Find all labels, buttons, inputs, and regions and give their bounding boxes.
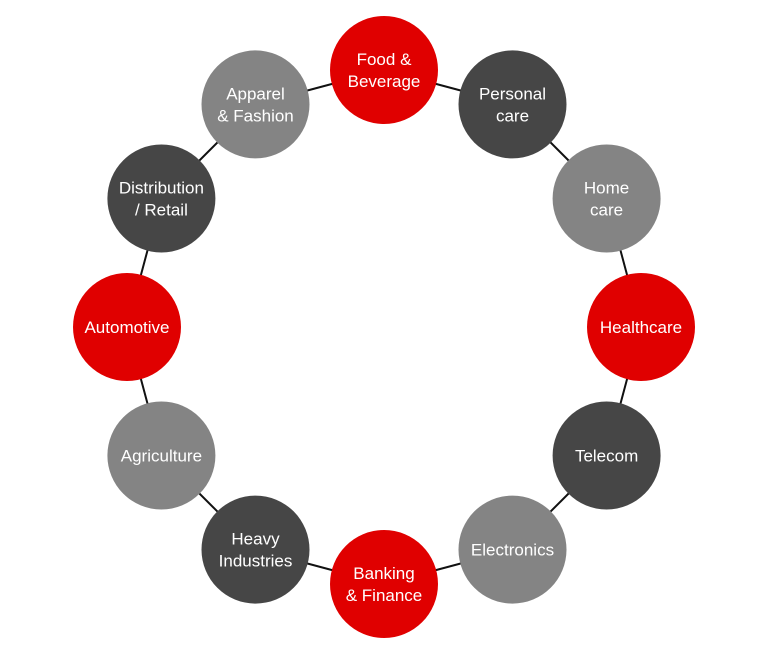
node-label-line: Agriculture bbox=[121, 447, 202, 466]
node-circle-food-beverage bbox=[330, 16, 438, 124]
node-home-care: Home care bbox=[552, 144, 661, 253]
node-label-line: Healthcare bbox=[600, 318, 682, 337]
node-circle-electronics bbox=[458, 495, 567, 604]
node-personal-care: Personal care bbox=[458, 50, 567, 159]
node-label-line: Distribution bbox=[119, 179, 204, 198]
node-circle-apparel-fashion bbox=[201, 50, 310, 159]
node-agriculture: Agriculture bbox=[107, 401, 216, 510]
node-label-automotive: Automotive bbox=[84, 318, 169, 337]
node-label-food-beverage: Food & Beverage bbox=[348, 50, 421, 91]
node-automotive: Automotive bbox=[73, 273, 181, 381]
node-telecom: Telecom bbox=[552, 401, 661, 510]
node-circle-banking-finance bbox=[330, 530, 438, 638]
node-label-line: Banking bbox=[353, 564, 414, 583]
node-label-electronics: Electronics bbox=[471, 541, 554, 560]
node-circle-automotive bbox=[73, 273, 181, 381]
connector-lines bbox=[126, 69, 642, 585]
node-label-line: Personal bbox=[479, 84, 546, 103]
node-label-banking-finance: Banking & Finance bbox=[346, 564, 423, 605]
node-label-line: care bbox=[590, 201, 623, 220]
node-circle-heavy-industries bbox=[201, 495, 310, 604]
node-label-agriculture: Agriculture bbox=[121, 447, 202, 466]
node-apparel-fashion: Apparel & Fashion bbox=[201, 50, 310, 159]
node-label-line: Automotive bbox=[84, 318, 169, 337]
node-label-healthcare: Healthcare bbox=[600, 318, 682, 337]
node-label-distribution-retail: Distribution / Retail bbox=[119, 179, 204, 220]
node-label-line: Heavy bbox=[231, 530, 280, 549]
node-label-personal-care: Personal care bbox=[479, 84, 546, 125]
node-circle-healthcare bbox=[587, 273, 695, 381]
node-label-telecom: Telecom bbox=[575, 447, 638, 466]
node-circle-distribution-retail bbox=[107, 144, 216, 253]
node-label-line: Industries bbox=[219, 552, 293, 571]
node-label-line: Home bbox=[584, 179, 629, 198]
node-circle-telecom bbox=[552, 401, 661, 510]
node-circle-personal-care bbox=[458, 50, 567, 159]
node-electronics: Electronics bbox=[458, 495, 567, 604]
node-distribution-retail: Distribution / Retail bbox=[107, 144, 216, 253]
node-label-line: Apparel bbox=[226, 84, 285, 103]
node-label-line: & Fashion bbox=[217, 106, 294, 125]
node-healthcare: Healthcare bbox=[587, 273, 695, 381]
node-circle-agriculture bbox=[107, 401, 216, 510]
node-label-line: Telecom bbox=[575, 447, 638, 466]
node-label-line: Electronics bbox=[471, 541, 554, 560]
node-label-home-care: Home care bbox=[584, 179, 629, 220]
node-banking-finance: Banking & Finance bbox=[330, 530, 438, 638]
node-label-line: Food & bbox=[357, 50, 412, 69]
node-circle-home-care bbox=[552, 144, 661, 253]
node-label-line: & Finance bbox=[346, 586, 423, 605]
node-label-apparel-fashion: Apparel & Fashion bbox=[217, 84, 294, 125]
node-label-line: Beverage bbox=[348, 72, 421, 91]
node-label-line: / Retail bbox=[135, 201, 188, 220]
node-food-beverage: Food & Beverage bbox=[330, 16, 438, 124]
node-label-line: care bbox=[496, 106, 529, 125]
